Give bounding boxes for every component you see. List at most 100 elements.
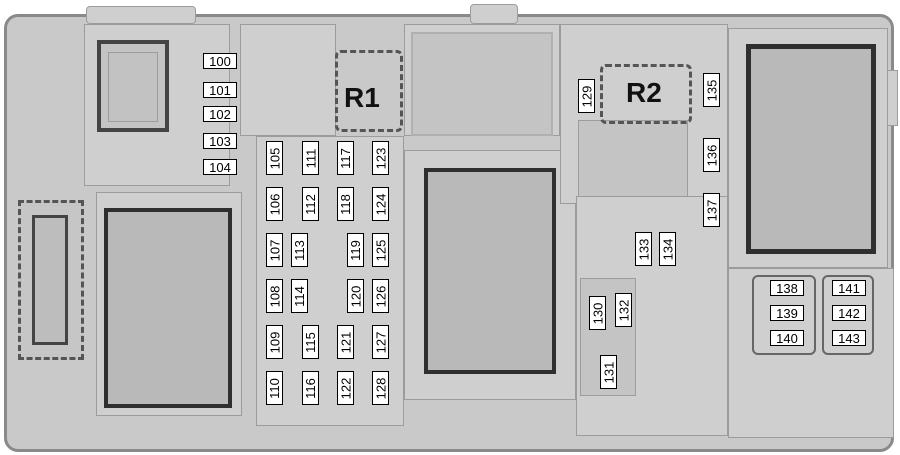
fuse-group-138-140 <box>752 275 816 355</box>
fuse-label: 117 <box>338 147 354 169</box>
right-connector <box>746 44 876 254</box>
fuse-107: 107 <box>266 233 283 267</box>
fuse-114: 114 <box>291 279 308 313</box>
fuse-label: 129 <box>579 85 595 107</box>
fuse-106: 106 <box>266 187 283 221</box>
fuse-116: 116 <box>302 371 319 405</box>
fuse-120: 120 <box>347 279 364 313</box>
fuse-127: 127 <box>372 325 389 359</box>
fuse-label: 131 <box>601 361 617 383</box>
fuse-113: 113 <box>291 233 308 267</box>
fuse-111: 111 <box>302 141 319 175</box>
lower-left-connector <box>104 208 232 408</box>
fuse-label: 121 <box>338 331 354 353</box>
fuse-label: 119 <box>348 239 364 261</box>
relay-r2-socket <box>600 64 692 124</box>
fuse-label: 125 <box>373 239 389 261</box>
fuse-102: 102 <box>203 106 237 122</box>
fuse-label: 123 <box>373 147 389 169</box>
fuse-label: 142 <box>838 305 860 321</box>
fuse-label: 127 <box>373 331 389 353</box>
fuse-104: 104 <box>203 159 237 175</box>
fuse-117: 117 <box>337 141 354 175</box>
housing-top-tab <box>86 6 196 24</box>
fuse-label: 108 <box>267 285 283 307</box>
top-center-recess <box>411 32 553 136</box>
fuse-label: 133 <box>636 238 652 260</box>
relay-r2-label: R2 <box>626 77 662 108</box>
fuse-118: 118 <box>337 187 354 221</box>
fuse-125: 125 <box>372 233 389 267</box>
housing-top-clip <box>470 4 518 24</box>
fuse-124: 124 <box>372 187 389 221</box>
fuse-label: 100 <box>209 53 231 69</box>
fuse-label: 130 <box>590 302 606 324</box>
fuse-130: 130 <box>589 296 606 330</box>
fuse-112: 112 <box>302 187 319 221</box>
fuse-123: 123 <box>372 141 389 175</box>
fuse-103: 103 <box>203 133 237 149</box>
fuse-label: 138 <box>776 280 798 296</box>
fuse-label: 115 <box>303 331 319 353</box>
fuse-label: 141 <box>838 280 860 296</box>
fuse-label: 111 <box>303 148 319 168</box>
relay-r1-socket <box>335 50 403 132</box>
fuse-139: 139 <box>770 305 804 321</box>
fuse-109: 109 <box>266 325 283 359</box>
fuse-119: 119 <box>347 233 364 267</box>
fuse-128: 128 <box>372 371 389 405</box>
fuse-label: 120 <box>348 285 364 307</box>
fuse-110: 110 <box>266 371 283 405</box>
fuse-132: 132 <box>615 293 632 327</box>
fuse-label: 116 <box>303 377 319 399</box>
fuse-label: 122 <box>338 377 354 399</box>
center-connector <box>424 168 556 374</box>
fuse-label: 124 <box>373 193 389 215</box>
fuse-label: 139 <box>776 305 798 321</box>
fuse-131: 131 <box>600 355 617 389</box>
fuse-101: 101 <box>203 82 237 98</box>
fuse-label: 128 <box>373 377 389 399</box>
fuse-122: 122 <box>337 371 354 405</box>
fuse-label: 134 <box>660 238 676 260</box>
fuse-138: 138 <box>770 280 804 296</box>
right-center-recess <box>578 120 688 198</box>
fuse-100: 100 <box>203 53 237 69</box>
fuse-label: 140 <box>776 330 798 346</box>
fuse-108: 108 <box>266 279 283 313</box>
fuse-label: 126 <box>373 285 389 307</box>
fuse-label: 118 <box>338 193 354 215</box>
fuse-105: 105 <box>266 141 283 175</box>
fuse-142: 142 <box>832 305 866 321</box>
fuse-label: 113 <box>292 239 308 261</box>
fuse-label: 102 <box>209 106 231 122</box>
fuse-label: 106 <box>267 193 283 215</box>
fuse-label: 114 <box>292 285 308 307</box>
fuse-label: 136 <box>704 144 720 166</box>
connector-socket-inner <box>108 52 158 122</box>
fuse-126: 126 <box>372 279 389 313</box>
fuse-label: 101 <box>209 82 231 98</box>
fuse-label: 137 <box>704 199 720 221</box>
fuse-label: 112 <box>303 193 319 215</box>
fuse-137: 137 <box>703 193 720 227</box>
fuse-label: 132 <box>616 299 632 321</box>
fuse-label: 105 <box>267 147 283 169</box>
fuse-label: 109 <box>267 331 283 353</box>
left-side-connector-inner <box>32 215 68 345</box>
fuse-group-141-143 <box>822 275 874 355</box>
fuse-121: 121 <box>337 325 354 359</box>
fuse-135: 135 <box>703 73 720 107</box>
fuse-134: 134 <box>659 232 676 266</box>
fuse-panel-top <box>240 24 336 136</box>
fuse-141: 141 <box>832 280 866 296</box>
fuse-143: 143 <box>832 330 866 346</box>
fuse-129: 129 <box>578 79 595 113</box>
relay-r1-label: R1 <box>344 82 380 113</box>
fuse-label: 143 <box>838 330 860 346</box>
fuse-label: 107 <box>267 239 283 261</box>
fuse-136: 136 <box>703 138 720 172</box>
fuse-label: 110 <box>267 377 283 399</box>
fuse-label: 103 <box>209 133 231 149</box>
